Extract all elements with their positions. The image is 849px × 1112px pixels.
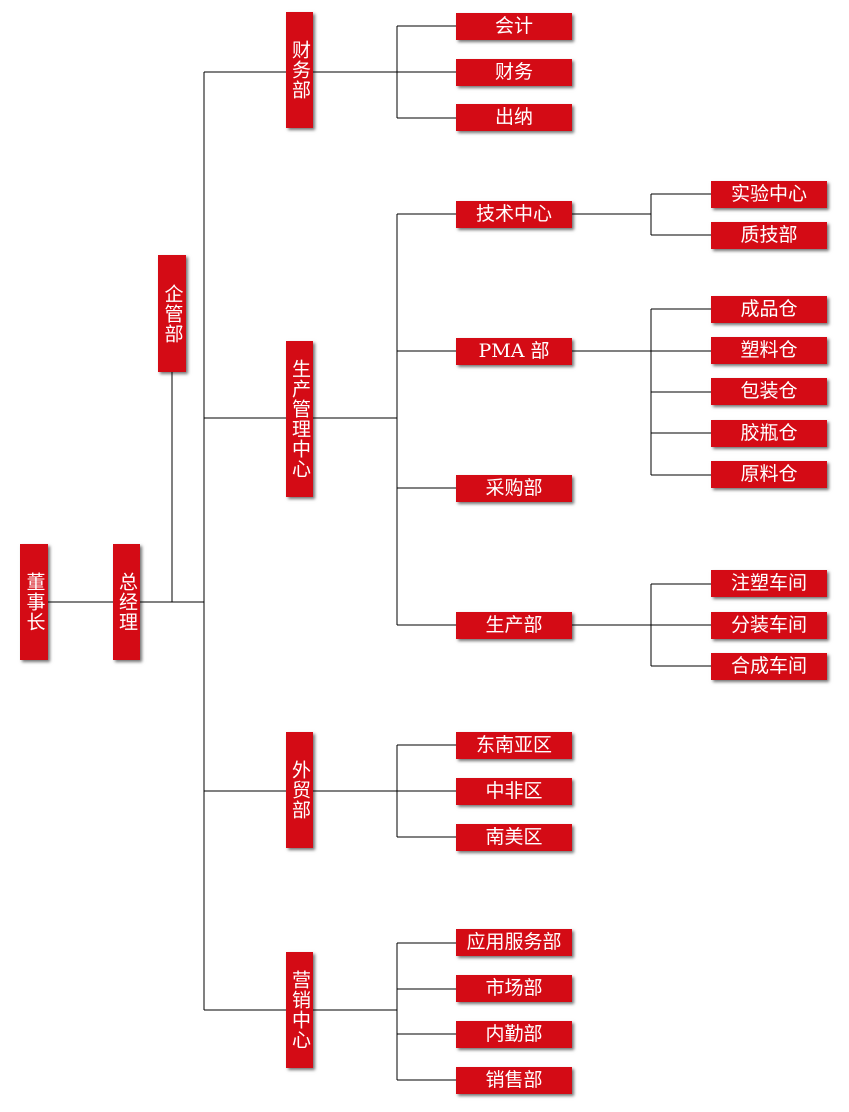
node-production-center: 生产管理中心: [286, 341, 313, 497]
node-finance-office: 财务: [456, 59, 572, 86]
node-pma: PMA 部: [456, 338, 572, 365]
node-packaging-warehouse: 包装仓: [711, 378, 827, 405]
node-plastic-warehouse: 塑料仓: [711, 337, 827, 364]
node-accounting: 会计: [456, 13, 572, 40]
node-purchasing: 采购部: [456, 475, 572, 502]
node-foreign-trade: 外贸部: [286, 732, 313, 848]
node-synthesis-workshop: 合成车间: [711, 653, 827, 680]
node-lab-center: 实验中心: [711, 181, 827, 208]
node-southeast-asia: 东南亚区: [456, 732, 572, 759]
node-sales: 销售部: [456, 1067, 572, 1094]
node-internal-affairs: 内勤部: [456, 1021, 572, 1048]
node-enterprise-management: 企管部: [158, 255, 186, 372]
node-application-service: 应用服务部: [456, 929, 572, 956]
node-packing-workshop: 分装车间: [711, 612, 827, 639]
node-market: 市场部: [456, 975, 572, 1002]
node-south-america: 南美区: [456, 824, 572, 851]
node-finance: 财务部: [286, 12, 313, 128]
node-bottle-warehouse: 胶瓶仓: [711, 420, 827, 447]
node-production: 生产部: [456, 612, 572, 639]
node-general-manager: 总经理: [113, 544, 140, 660]
node-cashier: 出纳: [456, 104, 572, 131]
node-central-africa: 中非区: [456, 778, 572, 805]
node-marketing-center: 营销中心: [286, 952, 313, 1068]
node-technical-center: 技术中心: [456, 201, 572, 228]
node-raw-material-warehouse: 原料仓: [711, 461, 827, 488]
node-injection-workshop: 注塑车间: [711, 570, 827, 597]
node-chairman: 董事长: [20, 544, 48, 660]
node-finished-goods-warehouse: 成品仓: [711, 296, 827, 323]
node-quality-tech: 质技部: [711, 222, 827, 249]
